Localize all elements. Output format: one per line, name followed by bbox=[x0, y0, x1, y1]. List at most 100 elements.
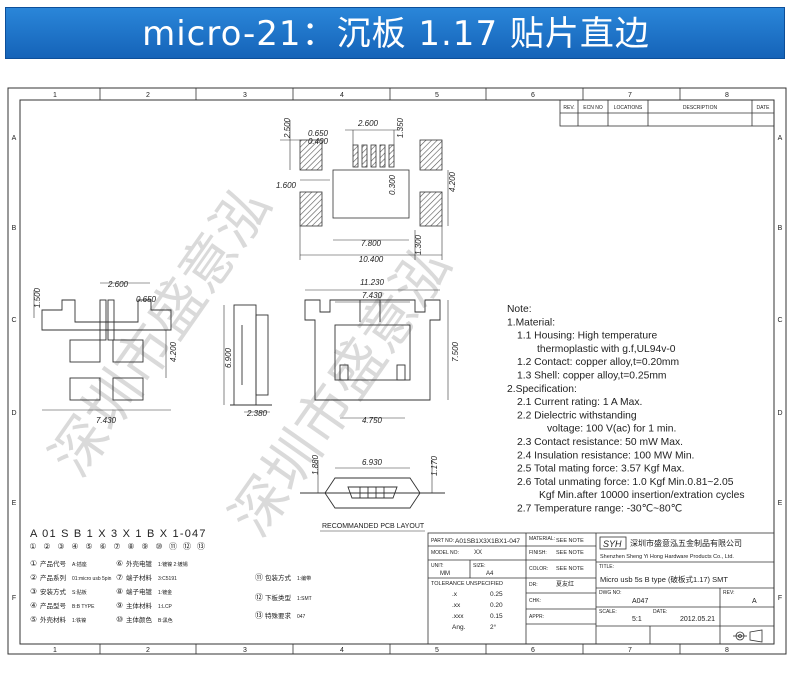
sheet-frame bbox=[7, 87, 787, 655]
watermark-text-2: 深圳市盛意泓 bbox=[218, 236, 464, 549]
title-block-size-label: SIZE: bbox=[473, 563, 486, 569]
part-code-item-label: 主体颜色 bbox=[126, 615, 153, 624]
part-code-item-value: 1:SMT bbox=[297, 596, 312, 602]
dimension-label: 7.500 bbox=[451, 341, 460, 362]
title-block-dr: 夏友红 bbox=[556, 580, 574, 588]
dimension-label: 1.300 bbox=[414, 234, 423, 255]
part-code-circle: ⑤ bbox=[85, 542, 92, 551]
part-code-item-num: ⑬ bbox=[255, 611, 263, 620]
frame-col-number-top: 8 bbox=[725, 92, 729, 99]
title-block-title-label: TITLE: bbox=[599, 564, 614, 570]
part-code-item-value: 1:镀镍 2:镀锡 bbox=[158, 561, 188, 568]
dimension-label: 2.600 bbox=[107, 280, 129, 289]
title-block-finish-label: FINISH: bbox=[529, 550, 547, 556]
dimension-label: 0.650 bbox=[136, 295, 157, 304]
part-code-circle: ⑬ bbox=[197, 542, 205, 551]
projection-symbol-icon bbox=[733, 629, 763, 643]
top-view-pads bbox=[299, 139, 443, 227]
title-block-dr-label: DR: bbox=[529, 582, 538, 588]
dimension-label: 2.600 bbox=[357, 119, 379, 128]
part-code-item-label: 产品型号 bbox=[40, 601, 67, 610]
dimension-label: 0.400 bbox=[308, 137, 329, 146]
frame-col-number-bottom: 7 bbox=[628, 647, 632, 654]
part-code-item-label: 端子电镀 bbox=[126, 587, 153, 596]
part-code-item-value: 1:编带 bbox=[297, 575, 311, 582]
title-block-company-cn: 深圳市盛意泓五金制品有限公司 bbox=[630, 538, 742, 548]
title-block-tolerance-label: TOLERANCE UNSPECIFIED bbox=[431, 581, 503, 587]
part-code-circle: ⑧ bbox=[127, 542, 134, 551]
title-block-scale: 5:1 bbox=[632, 616, 642, 623]
title-block-part-no: A01SB1X3X1BX1-047 bbox=[455, 538, 520, 545]
part-code-item-value: B:B TYPE bbox=[72, 604, 95, 610]
part-code-circle: ③ bbox=[57, 542, 64, 551]
note-line: 2.4 Insulation resistance: 100 MW Min. bbox=[517, 450, 694, 461]
frame-row-letter-right: B bbox=[778, 225, 783, 232]
dimension-label: 2.500 bbox=[283, 117, 292, 139]
dimension-label: 4.750 bbox=[362, 416, 383, 425]
title-block-date: 2012.05.21 bbox=[680, 616, 715, 623]
note-line: 1.Material: bbox=[507, 317, 555, 328]
dimension-label: 6.930 bbox=[362, 458, 383, 467]
tolerance-value: 0.20 bbox=[490, 602, 503, 609]
left-view-dimlines bbox=[33, 282, 171, 411]
title-block-material-label: MATERIAL: bbox=[529, 536, 555, 542]
dimension-label: 1.170 bbox=[430, 455, 439, 476]
revision-header: REV. bbox=[563, 105, 574, 111]
part-code-item-num: ② bbox=[30, 573, 37, 582]
note-line: thermoplastic with g.f,UL94v-0 bbox=[537, 344, 676, 355]
part-code-item-value: 1:镀金 bbox=[158, 589, 172, 596]
title-block-rev: A bbox=[752, 598, 757, 605]
title-block-material: SEE NOTE bbox=[556, 538, 584, 544]
tolerance-key: .xx bbox=[452, 602, 461, 609]
front-view-shape bbox=[304, 299, 441, 401]
frame-col-number-top: 3 bbox=[243, 92, 247, 99]
tolerance-value: 0.15 bbox=[490, 613, 503, 620]
title-block-dwg-label: DWG NO: bbox=[599, 590, 622, 596]
revision-header: DATE bbox=[757, 105, 771, 111]
title-block-chk-label: CHK: bbox=[529, 598, 541, 604]
note-line: 1.1 Housing: High temperature bbox=[517, 331, 658, 342]
tolerance-value: 0.25 bbox=[490, 591, 503, 598]
notes-block: Note:1.Material:1.1 Housing: High temper… bbox=[507, 304, 744, 515]
part-code-item-value: A:插座 bbox=[72, 561, 87, 568]
note-line: 2.1 Current rating: 1 A Max. bbox=[517, 397, 642, 408]
title-block-rev-label: REV: bbox=[723, 590, 734, 596]
part-code-item-num: ⑦ bbox=[116, 573, 123, 582]
banner-title: micro-21：沉板 1.17 贴片直边 bbox=[142, 14, 650, 54]
title-block-size: A4 bbox=[486, 571, 494, 577]
dimension-label: 4.200 bbox=[448, 171, 457, 192]
part-code-item-label: 产品代号 bbox=[40, 559, 67, 568]
frame-col-number-bottom: 1 bbox=[53, 647, 57, 654]
title-block-company-en: Shenzhen Sheng Yi Hong Hardware Products… bbox=[600, 554, 734, 560]
dimension-label: 7.430 bbox=[96, 416, 117, 425]
part-code-circle: ① bbox=[29, 542, 36, 551]
frame-row-letter-left: C bbox=[11, 317, 16, 324]
frame-col-number-top: 5 bbox=[435, 92, 439, 99]
banner: micro-21：沉板 1.17 贴片直边 bbox=[0, 0, 790, 70]
part-code-string: A 01 S B 1 X 3 X 1 B X 1-047 bbox=[30, 528, 207, 540]
part-code-item-num: ⑥ bbox=[116, 559, 123, 568]
title-block-date-label: DATE: bbox=[653, 609, 667, 615]
note-line: 2.6 Total unmating force: 1.0 Kgf Min.0.… bbox=[517, 477, 734, 488]
part-code-circle: ⑩ bbox=[155, 542, 162, 551]
part-code-item-value: 047 bbox=[297, 614, 306, 620]
part-code-circle: ② bbox=[43, 542, 50, 551]
dimension-label: 1.880 bbox=[311, 454, 320, 475]
part-code-item-value: 3:C5191 bbox=[158, 576, 177, 582]
part-code-item-label: 安装方式 bbox=[40, 587, 67, 596]
frame-col-number-top: 2 bbox=[146, 92, 150, 99]
part-code-item-num: ⑩ bbox=[116, 615, 123, 624]
frame-col-number-top: 4 bbox=[340, 92, 344, 99]
revision-header: DESCRIPTION bbox=[683, 105, 718, 111]
title-block-appr-label: APPR: bbox=[529, 614, 544, 620]
part-code-item-num: ③ bbox=[30, 587, 37, 596]
frame-col-number-top: 6 bbox=[531, 92, 535, 99]
frame-ticks bbox=[99, 88, 681, 654]
part-code-item-label: 包装方式 bbox=[265, 573, 292, 582]
